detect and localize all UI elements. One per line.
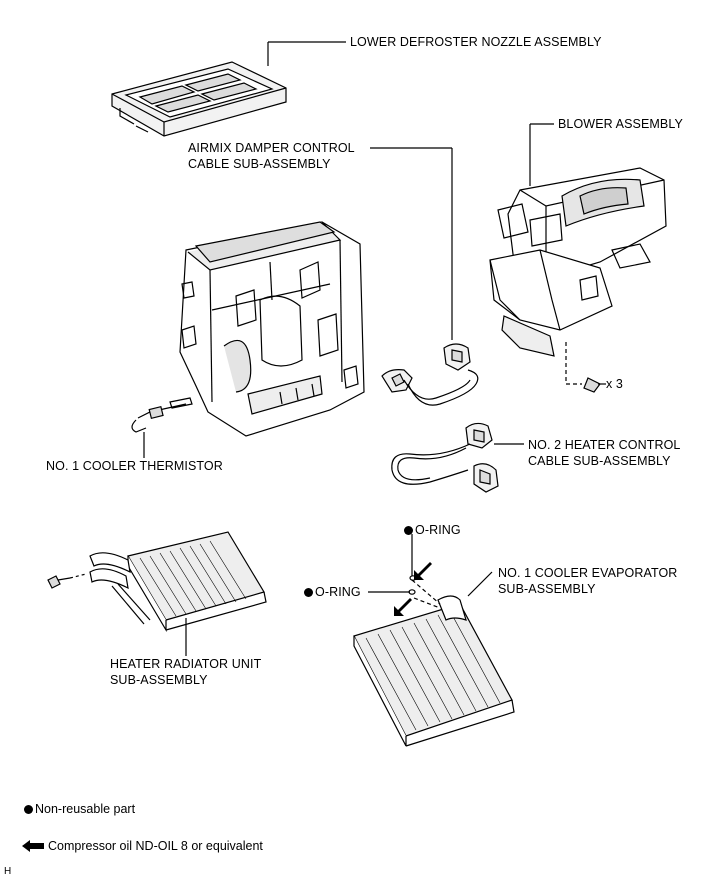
- label-oring-left-row: O-RING: [304, 584, 361, 600]
- label-screw-count-text: x 3: [606, 377, 623, 391]
- label-heater-radiator-line2: SUB-ASSEMBLY: [110, 673, 208, 687]
- corner-mark: H: [4, 866, 12, 877]
- label-heater-radiator-line1: HEATER RADIATOR UNIT: [110, 657, 262, 671]
- heater-control-cable-drawing: [391, 422, 499, 493]
- legend-compressor-oil-text: Compressor oil ND-OIL 8 or equivalent: [48, 839, 263, 853]
- label-oring-top: O-RING: [404, 522, 461, 538]
- ac-unit-case-drawing: [179, 221, 365, 437]
- radiator-screw-drawing: [47, 573, 87, 589]
- label-evaporator: NO. 1 COOLER EVAPORATOR SUB-ASSEMBLY: [498, 565, 677, 597]
- legend-non-reusable: Non-reusable part: [24, 802, 135, 816]
- label-oring-top-row: O-RING: [404, 522, 461, 538]
- oil-arrow-top: [414, 562, 432, 580]
- blower-assembly-drawing: [489, 167, 667, 357]
- label-heater-control-line1: NO. 2 HEATER CONTROL: [528, 438, 681, 452]
- heater-radiator-drawing: [89, 531, 267, 633]
- label-blower: BLOWER ASSEMBLY: [558, 116, 683, 132]
- label-oring-left: O-RING: [304, 584, 361, 600]
- label-lower-defroster: LOWER DEFROSTER NOZZLE ASSEMBLY: [350, 34, 602, 50]
- label-airmix: AIRMIX DAMPER CONTROL CABLE SUB-ASSEMBLY: [188, 140, 355, 172]
- label-thermistor-text: NO. 1 COOLER THERMISTOR: [46, 459, 223, 473]
- non-reusable-dot-icon: [304, 588, 313, 597]
- label-airmix-line2: CABLE SUB-ASSEMBLY: [188, 157, 331, 171]
- non-reusable-dot-icon: [24, 805, 33, 814]
- oil-arrow-left: [394, 598, 412, 616]
- screw-drawing: [565, 342, 606, 393]
- oil-arrow-icon: [22, 840, 44, 852]
- label-lower-defroster-text: LOWER DEFROSTER NOZZLE ASSEMBLY: [350, 35, 602, 49]
- legend-compressor-oil: Compressor oil ND-OIL 8 or equivalent: [22, 839, 263, 853]
- label-oring-top-text: O-RING: [415, 523, 461, 537]
- label-heater-control: NO. 2 HEATER CONTROL CABLE SUB-ASSEMBLY: [528, 437, 680, 469]
- label-evaporator-line2: SUB-ASSEMBLY: [498, 582, 596, 596]
- airmix-cable-drawing: [381, 343, 479, 406]
- lower-defroster-nozzle-drawing: [111, 61, 287, 137]
- label-heater-radiator: HEATER RADIATOR UNIT SUB-ASSEMBLY: [110, 656, 261, 688]
- label-heater-control-line2: CABLE SUB-ASSEMBLY: [528, 454, 671, 468]
- o-ring-drawing: [368, 534, 417, 595]
- legend-non-reusable-text: Non-reusable part: [35, 802, 136, 816]
- non-reusable-dot-icon: [404, 526, 413, 535]
- label-thermistor: NO. 1 COOLER THERMISTOR: [46, 458, 223, 474]
- label-airmix-line1: AIRMIX DAMPER CONTROL: [188, 141, 355, 155]
- label-blower-text: BLOWER ASSEMBLY: [558, 117, 683, 131]
- leader-evaporator: [467, 571, 493, 597]
- label-evaporator-line1: NO. 1 COOLER EVAPORATOR: [498, 566, 678, 580]
- evaporator-drawing: [353, 579, 515, 747]
- label-oring-left-text: O-RING: [315, 585, 361, 599]
- thermistor-drawing: [131, 397, 193, 433]
- label-screw-count: x 3: [606, 376, 623, 392]
